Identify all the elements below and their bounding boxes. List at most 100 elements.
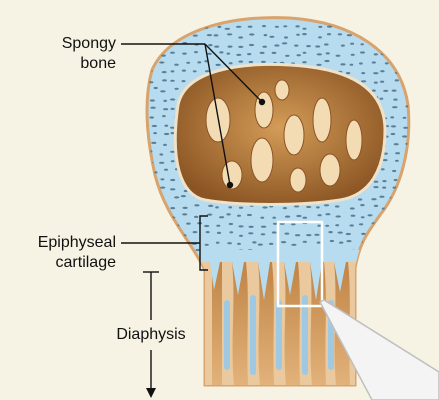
cartilage-cell-dot (284, 36, 288, 38)
cartilage-cell-dot (318, 214, 322, 216)
cartilage-cell-dot (326, 52, 330, 54)
cartilage-cell-dot (283, 25, 287, 27)
cartilage-cell-dot (164, 37, 169, 39)
cartilage-cell-dot (380, 98, 384, 100)
cartilage-cell-dot (160, 90, 166, 92)
cartilage-cell-dot (239, 207, 243, 209)
cartilage-cell-dot (302, 61, 306, 63)
cartilage-cell-dot (285, 233, 290, 235)
cartilage-cell-dot (368, 242, 373, 244)
cartilage-cell-dot (402, 225, 407, 227)
cartilage-cell-dot (361, 72, 365, 74)
cartilage-cell-dot (249, 44, 254, 46)
cartilage-cell-dot (272, 217, 276, 219)
cartilage-cell-dot (269, 36, 274, 38)
cartilage-cell-dot (374, 25, 378, 27)
cartilage-cell-dot (380, 35, 384, 37)
cartilage-cell-dot (216, 225, 220, 227)
cartilage-cell-dot (152, 125, 158, 127)
cartilage-cell-dot (269, 243, 273, 245)
cartilage-cell-dot (406, 251, 410, 253)
cartilage-cell-dot (393, 259, 398, 261)
cartilage-cell-dot (380, 70, 384, 72)
cartilage-cell-dot (174, 36, 179, 38)
cartilage-cell-dot (193, 70, 197, 72)
cartilage-cell-dot (358, 198, 362, 200)
cartilage-cell-dot (164, 169, 168, 171)
cartilage-cell-dot (405, 53, 410, 55)
cartilage-cell-dot (291, 244, 296, 246)
cartilage-cell-dot (391, 125, 397, 127)
cartilage-cell-dot (275, 26, 279, 28)
cartilage-cell-dot (350, 207, 355, 209)
cartilage-cell-dot (164, 125, 168, 127)
cartilage-cell-dot (283, 207, 287, 209)
cartilage-cell-dot (381, 168, 385, 170)
cartilage-cell-dot (373, 186, 378, 188)
cartilage-cell-dot (149, 36, 154, 38)
cartilage-cell-dot (163, 240, 167, 242)
cartilage-cell-dot (150, 99, 155, 101)
cartilage-cell-dot (374, 205, 378, 207)
cartilage-cell-dot (260, 52, 265, 54)
cartilage-cell-dot (239, 235, 243, 237)
cartilage-cell-dot (379, 196, 384, 198)
cartilage-cell-dot (151, 26, 155, 28)
cartilage-cell-dot (360, 204, 364, 206)
cartilage-cell-dot (194, 51, 198, 53)
cartilage-cell-dot (170, 80, 174, 82)
cartilage-cell-dot (186, 250, 190, 252)
cartilage-cell-dot (237, 215, 241, 217)
cartilage-cell-dot (238, 46, 243, 48)
cartilage-cell-dot (392, 250, 397, 252)
cartilage-cell-dot (327, 26, 332, 28)
cartilage-cell-dot (159, 153, 163, 155)
cartilage-cell-dot (359, 27, 364, 29)
cartilage-cell-dot (238, 36, 243, 38)
cartilage-cell-dot (392, 90, 397, 92)
cartilage-cell-dot (217, 26, 221, 28)
cartilage-cell-dot (395, 152, 400, 154)
cartilage-cell-dot (325, 213, 330, 215)
cartilage-cell-dot (150, 197, 154, 199)
cartilage-cell-dot (373, 72, 378, 74)
cartilage-cell-dot (297, 54, 301, 56)
cartilage-cell-dot (196, 249, 200, 251)
cartilage-cell-dot (392, 170, 396, 172)
diaphysis-label: Diaphysis (104, 325, 198, 345)
cartilage-cell-dot (219, 51, 223, 53)
cartilage-cell-dot (403, 127, 408, 129)
cartilage-cell-dot (248, 226, 253, 228)
cartilage-cell-dot (391, 133, 396, 135)
cartilage-cell-dot (248, 26, 253, 28)
cartilage-cell-dot (372, 33, 376, 35)
cartilage-cell-dot (371, 198, 376, 200)
cartilage-cell-dot (160, 26, 165, 28)
cartilage-cell-dot (379, 258, 384, 260)
cartilage-cell-dot (324, 60, 329, 62)
cartilage-cell-dot (394, 179, 398, 181)
cartilage-cell-dot (383, 90, 388, 92)
cartilage-cell-dot (316, 64, 321, 66)
cartilage-cell-dot (181, 262, 185, 264)
cartilage-cell-dot (182, 70, 186, 72)
cartilage-cell-dot (385, 223, 390, 225)
cartilage-cell-dot (186, 62, 190, 64)
cartilage-cell-dot (296, 215, 301, 217)
cartilage-cell-dot (261, 233, 266, 235)
cartilage-cell-dot (182, 53, 187, 55)
cartilage-cell-dot (272, 52, 277, 54)
cartilage-cell-dot (248, 232, 253, 234)
cartilage-cell-dot (295, 234, 300, 236)
cartilage-cell-dot (361, 216, 365, 218)
cartilage-cell-dot (160, 222, 164, 224)
cartilage-cell-dot (351, 54, 355, 56)
cartilage-cell-dot (325, 225, 329, 227)
cartilage-cell-dot (372, 250, 377, 252)
cartilage-cell-dot (236, 54, 241, 56)
cartilage-cell-dot (336, 55, 341, 57)
cartilage-cell-dot (152, 45, 156, 47)
cartilage-cell-dot (362, 262, 367, 264)
cartilage-cell-dot (394, 240, 399, 242)
cartilage-cell-dot (262, 25, 266, 27)
